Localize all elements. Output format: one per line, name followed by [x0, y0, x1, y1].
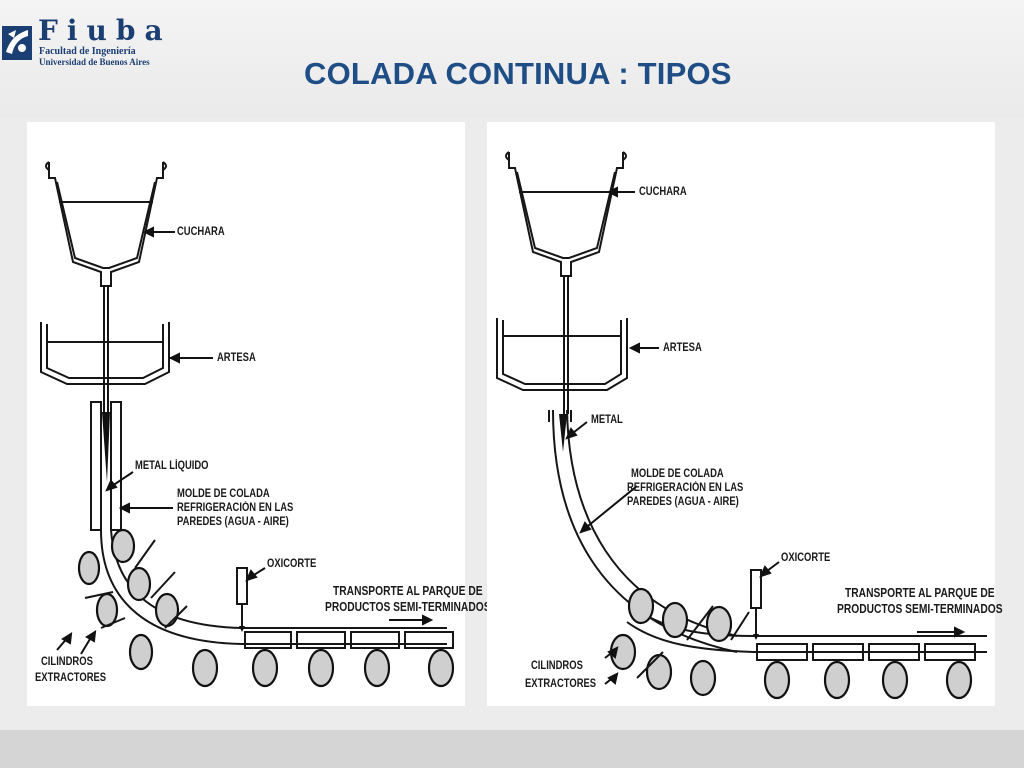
- label-transporte-line2: PRODUCTOS SEMI-TERMINADOS: [325, 600, 491, 614]
- logo-faculty-name: Facultad de Ingeniería: [39, 46, 136, 57]
- label-cilindros-line1: CILINDROS: [41, 656, 93, 668]
- label-metal-liquido: METAL LÍQUIDO: [135, 460, 209, 472]
- vertical-caster-drawing: [40, 161, 455, 688]
- billet-sections: [756, 643, 976, 661]
- label-molde-line3: PAREDES (AGUA - AIRE): [177, 516, 289, 528]
- extractor-rolls: [609, 587, 973, 700]
- logo-university-name: Universidad de Buenos Aires: [39, 57, 150, 67]
- label-cilindros-line1: CILINDROS: [531, 660, 583, 672]
- diagram-vertical-caster: CUCHARA ARTESA METAL LÍQUIDO MOLDE DE CO…: [27, 122, 491, 706]
- label-cuchara: CUCHARA: [177, 226, 225, 238]
- label-molde-line3: PAREDES (AGUA - AIRE): [627, 496, 739, 508]
- label-oxicorte: OXICORTE: [267, 558, 317, 570]
- label-cuchara: CUCHARA: [639, 186, 687, 198]
- fiuba-logo: Fiuba Facultad de Ingeniería Universidad…: [2, 14, 177, 67]
- label-cilindros-line2: EXTRACTORES: [525, 678, 597, 690]
- diagram-curved-caster: CUCHARA ARTESA METAL MOLDE DE COLADA REF…: [487, 122, 1003, 706]
- slide-footer-bar: [0, 730, 1024, 768]
- billet-sections: [244, 631, 454, 649]
- label-molde-line2: REFRIGERACIÓN EN LAS: [177, 502, 294, 514]
- university-crest-icon: [2, 26, 32, 60]
- label-molde-line1: MOLDE DE COLADA: [631, 468, 724, 480]
- label-metal: METAL: [591, 414, 623, 426]
- curved-caster-drawing: [496, 151, 987, 700]
- label-cilindros-line2: EXTRACTORES: [35, 672, 107, 684]
- label-arrows: [565, 186, 966, 685]
- label-transporte-line1: TRANSPORTE AL PARQUE DE: [845, 586, 995, 600]
- label-oxicorte: OXICORTE: [781, 552, 831, 564]
- label-molde-line1: MOLDE DE COLADA: [177, 488, 270, 500]
- ladle-shape: [45, 161, 167, 287]
- logo-wordmark: Fiuba: [38, 14, 172, 47]
- label-arrows: [56, 226, 434, 655]
- ladle-shape: [505, 151, 627, 277]
- label-molde-line2: REFRIGERACIÓN EN LAS: [627, 482, 744, 494]
- label-artesa: ARTESA: [217, 352, 256, 364]
- label-transporte-line2: PRODUCTOS SEMI-TERMINADOS: [837, 602, 1003, 616]
- slide-header-background: [0, 0, 1024, 118]
- page-title: COLADA CONTINUA : TIPOS: [304, 56, 732, 91]
- tundish-shape: [496, 318, 628, 391]
- tundish-shape: [40, 322, 170, 385]
- label-transporte-line1: TRANSPORTE AL PARQUE DE: [333, 584, 483, 598]
- label-artesa: ARTESA: [663, 342, 702, 354]
- extractor-rolls: [77, 528, 455, 688]
